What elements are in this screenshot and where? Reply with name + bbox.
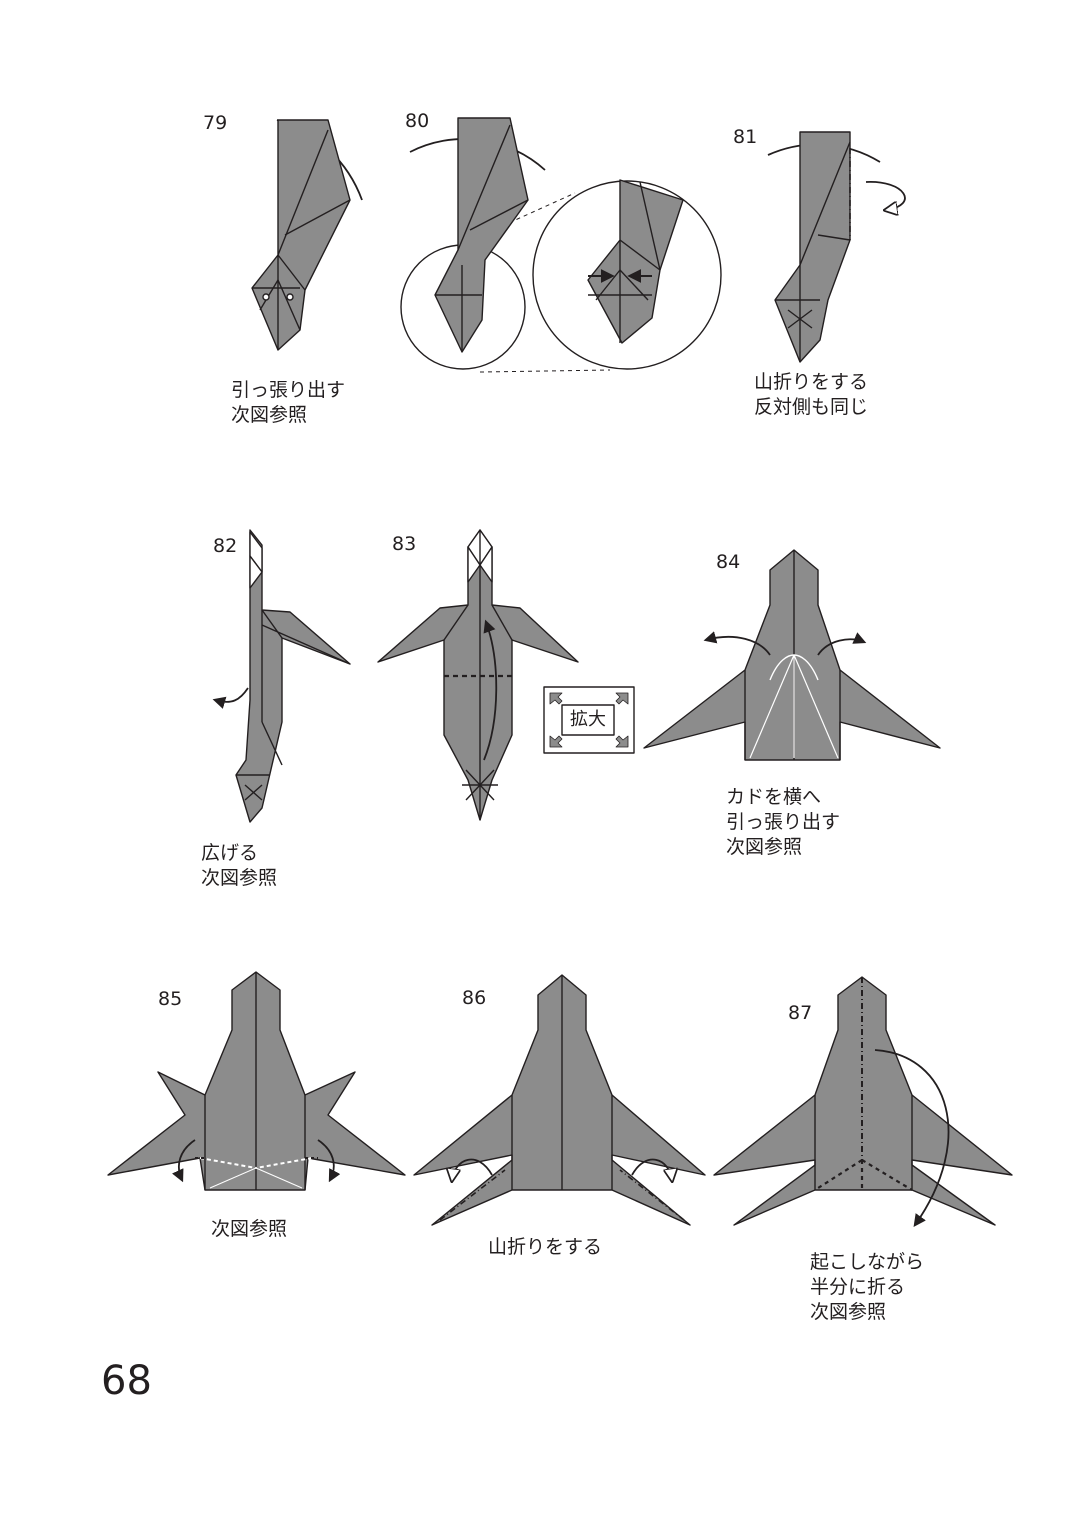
caption-81-line-2: 反対側も同じ — [754, 396, 869, 418]
step-83-figure — [377, 529, 579, 821]
caption-86-line-1: 山折りをする — [488, 1236, 603, 1258]
caption-79: 引っ張り出す 次図参照 — [231, 378, 345, 428]
step-number-86: 86 — [462, 987, 487, 1009]
caption-81: 山折りをする 反対側も同じ — [754, 370, 868, 420]
caption-82: 広げる 次図参照 — [201, 841, 277, 891]
caption-82-line-1: 広げる — [201, 842, 259, 864]
step-80-figure — [400, 117, 722, 373]
step-85-figure — [107, 971, 406, 1191]
step-number-84: 84 — [716, 551, 741, 573]
step-82-figure — [212, 529, 351, 823]
step-number-83: 83 — [392, 533, 417, 555]
step-number-85: 85 — [158, 988, 183, 1010]
step-86-figure — [413, 974, 706, 1226]
caption-87: 起こしながら 半分に折る 次図参照 — [810, 1250, 924, 1325]
caption-84: カドを横へ 引っ張り出す 次図参照 — [726, 785, 840, 860]
caption-79-line-1: 引っ張り出す — [231, 379, 346, 401]
caption-87-line-3: 次図参照 — [810, 1301, 887, 1323]
caption-85-line-1: 次図参照 — [211, 1218, 288, 1240]
page-number: 68 — [101, 1358, 152, 1404]
enlarge-box — [543, 686, 635, 754]
step-81-figure — [767, 131, 906, 363]
step-84-figure — [643, 549, 941, 761]
step-number-79: 79 — [203, 112, 228, 134]
caption-84-line-3: 次図参照 — [726, 836, 803, 858]
caption-82-line-2: 次図参照 — [201, 867, 278, 889]
caption-87-line-1: 起こしながら — [810, 1251, 925, 1273]
caption-84-line-1: カドを横へ — [726, 786, 822, 808]
caption-85: 次図参照 — [211, 1217, 287, 1242]
caption-79-line-2: 次図参照 — [231, 404, 308, 426]
enlarge-label: 拡大 — [570, 709, 606, 730]
step-87-figure — [713, 976, 1013, 1228]
caption-81-line-1: 山折りをする — [754, 371, 869, 393]
caption-86: 山折りをする — [488, 1235, 602, 1260]
caption-84-line-2: 引っ張り出す — [726, 811, 841, 833]
step-number-82: 82 — [213, 535, 238, 557]
step-number-80: 80 — [405, 110, 430, 132]
caption-87-line-2: 半分に折る — [810, 1276, 906, 1298]
step-number-87: 87 — [788, 1002, 813, 1024]
step-number-81: 81 — [733, 126, 758, 148]
step-79-figure — [251, 119, 363, 351]
